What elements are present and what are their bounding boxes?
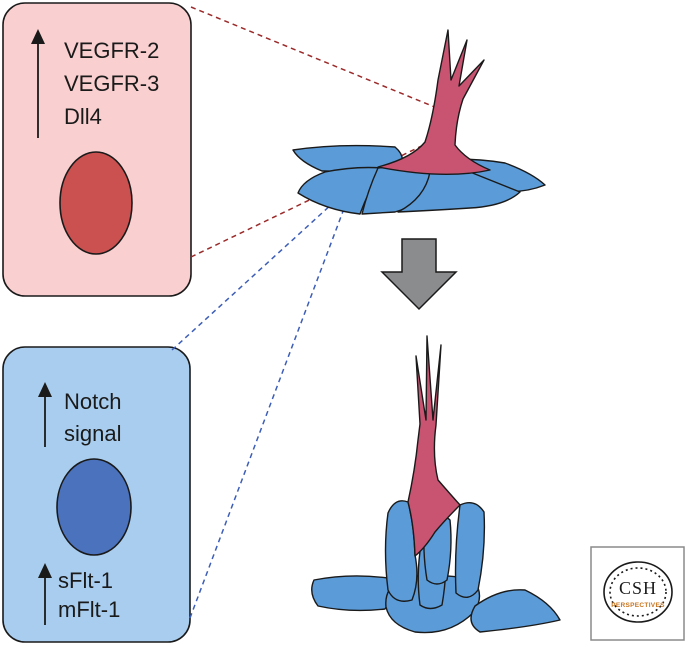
logo-title: CSH bbox=[619, 578, 657, 598]
endothelial-cell bbox=[384, 500, 418, 602]
endothelial-cell bbox=[470, 589, 561, 633]
tip-cell-panel: VEGFR-2 VEGFR-3 Dll4 bbox=[2, 2, 192, 297]
tip-cell bbox=[407, 335, 461, 557]
tip-cell-panel-box bbox=[2, 2, 192, 297]
tip-cell bbox=[377, 29, 491, 176]
tip-label-dll4: Dll4 bbox=[64, 104, 102, 129]
up-arrow-icon bbox=[31, 29, 45, 138]
tip-label-vegfr3: VEGFR-3 bbox=[64, 71, 159, 96]
tip-label-vegfr2: VEGFR-2 bbox=[64, 38, 159, 63]
tip-cell-nucleus bbox=[59, 151, 133, 255]
endothelial-cell bbox=[454, 502, 486, 598]
logo-subtitle: PERSPECTIVES bbox=[611, 602, 665, 609]
up-arrow-icon bbox=[38, 563, 52, 625]
endothelial-cell bbox=[311, 575, 392, 612]
stalk-label-sflt1: sFlt-1 bbox=[58, 568, 113, 593]
stalk-connector-lines bbox=[171, 202, 346, 619]
up-arrow-icon bbox=[38, 382, 52, 447]
csh-perspectives-logo: CSH PERSPECTIVES bbox=[590, 546, 685, 641]
down-arrow-icon bbox=[380, 238, 458, 311]
stalk-cell-nucleus bbox=[56, 458, 132, 556]
stalk-label-notch: Notch bbox=[64, 389, 121, 414]
dna-helix-icon bbox=[603, 561, 673, 623]
top-cell-cluster bbox=[292, 29, 546, 215]
stalk-label-signal: signal bbox=[64, 421, 121, 446]
stalk-label-mflt1: mFlt-1 bbox=[58, 597, 120, 622]
bottom-cell-cluster bbox=[311, 335, 561, 634]
stalk-cell-panel: Notch signal sFlt-1 mFlt-1 bbox=[2, 346, 191, 643]
